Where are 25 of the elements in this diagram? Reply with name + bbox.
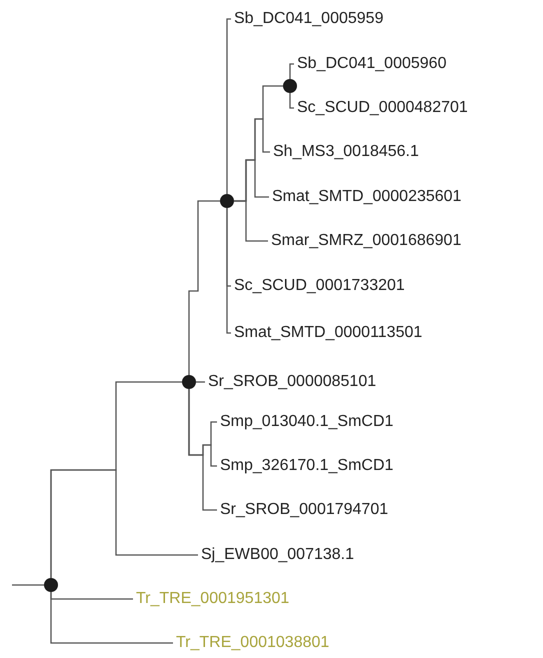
tree-branch bbox=[289, 63, 294, 79]
leaf-label: Sc_SCUD_0001733201 bbox=[234, 276, 405, 296]
tree-branch bbox=[289, 93, 294, 109]
leaf-label: Sb_DC041_0005960 bbox=[297, 54, 446, 74]
leaf-label: Sc_SCUD_0000482701 bbox=[297, 98, 468, 118]
leaf-label: Sh_MS3_0018456.1 bbox=[273, 142, 419, 162]
leaf-label: Sj_EWB00_007138.1 bbox=[201, 545, 354, 565]
leaf-label: Sb_DC041_0005959 bbox=[234, 9, 384, 29]
leaf-label: Smar_SMRZ_0001686901 bbox=[271, 231, 462, 251]
tree-branch bbox=[234, 200, 268, 242]
tree-branch bbox=[50, 469, 198, 578]
tree-branch bbox=[12, 584, 44, 586]
leaf-label: Smp_326170.1_SmCD1 bbox=[220, 456, 394, 476]
leaf-label: Smp_013040.1_SmCD1 bbox=[220, 412, 394, 432]
tree-branch bbox=[226, 18, 231, 194]
leaf-label: Sr_SROB_0001794701 bbox=[220, 500, 388, 520]
tree-branch bbox=[188, 389, 217, 511]
leaf-label: Smat_SMTD_0000235601 bbox=[272, 187, 462, 207]
leaf-label: Sr_SROB_0000085101 bbox=[208, 372, 376, 392]
tree-branch bbox=[226, 208, 231, 334]
leaf-label: Tr_TRE_0001951301 bbox=[136, 589, 290, 609]
leaf-label: Tr_TRE_0001038801 bbox=[176, 633, 330, 653]
tree-branch bbox=[50, 592, 173, 644]
tree-branch bbox=[188, 200, 220, 375]
leaf-label: Smat_SMTD_0000113501 bbox=[234, 323, 422, 343]
